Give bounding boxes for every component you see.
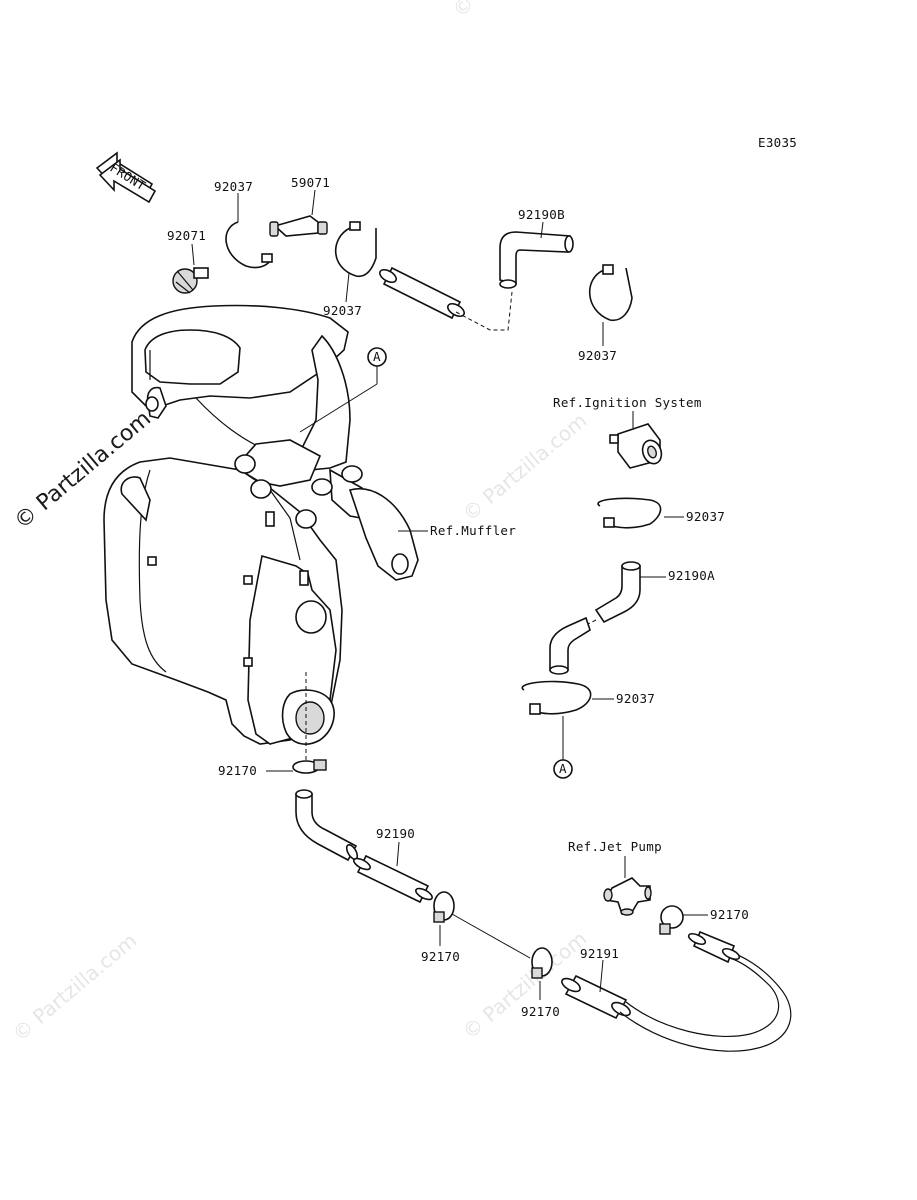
part-label-92190B: 92190B (518, 207, 565, 222)
front-arrow-icon: FRONT (95, 151, 157, 204)
diagram-code: E3035 (758, 135, 797, 150)
clamp-92170-left-icon (292, 759, 327, 774)
clamp-92037-ignition-icon (597, 497, 662, 529)
clamp-92037-top-mid-icon (334, 221, 377, 278)
hose-section-icon (379, 266, 465, 320)
ref-jet-pump: Ref.Jet Pump (568, 839, 662, 854)
part-label-92190A: 92190A (668, 568, 715, 583)
hose-92191-icon (561, 974, 631, 1020)
callout-a-lower (553, 759, 573, 779)
part-label-92170-right: 92170 (710, 907, 749, 922)
ignition-fitting-icon (609, 423, 663, 469)
part-label-92191: 92191 (580, 946, 619, 961)
part-label-92037-lower: 92037 (616, 691, 655, 706)
clamp-92170-low-icon (531, 947, 553, 979)
clamp-92170-right-icon (659, 905, 684, 935)
part-label-92037-top-left: 92037 (214, 179, 253, 194)
clamp-92037-top-right-icon (588, 264, 633, 322)
hose-92190A-icon (549, 561, 641, 675)
part-label-92190: 92190 (376, 826, 415, 841)
callout-a-upper-label: A (373, 349, 381, 364)
ref-ignition-system: Ref.Ignition System (553, 395, 702, 410)
part-label-92037-top-mid: 92037 (323, 303, 362, 318)
part-label-59071: 59071 (291, 175, 330, 190)
joint-59071-icon (269, 215, 328, 237)
clamp-92170-mid-icon (433, 891, 455, 923)
ref-muffler: Ref.Muffler (430, 523, 516, 538)
clamp-92037-lower-icon (521, 680, 592, 715)
part-label-92037-top-right: 92037 (578, 348, 617, 363)
hose-92190-icon (353, 854, 433, 904)
intake-manifold-assembly (103, 304, 419, 745)
part-label-92071: 92071 (167, 228, 206, 243)
callout-a-lower-label: A (559, 761, 567, 776)
hose-elbow-lower-icon (295, 789, 359, 862)
plug-92071-icon (172, 267, 209, 294)
clamp-92037-top-left-icon (225, 221, 273, 269)
watermark-faint-2: © Partzilla.com (8, 928, 142, 1046)
part-label-92037-ignition: 92037 (686, 509, 725, 524)
hose-92190B-icon (499, 231, 574, 289)
part-label-92170-left: 92170 (218, 763, 257, 778)
jet-pump-fitting-icon (603, 877, 652, 916)
watermark-faint-1: © Partzilla.com (458, 408, 592, 526)
part-label-92170-low: 92170 (521, 1004, 560, 1019)
hose-right-section-icon (687, 930, 741, 964)
watermark-faint-4: © Partzilla.com (448, 0, 582, 22)
part-label-92170-mid: 92170 (421, 949, 460, 964)
